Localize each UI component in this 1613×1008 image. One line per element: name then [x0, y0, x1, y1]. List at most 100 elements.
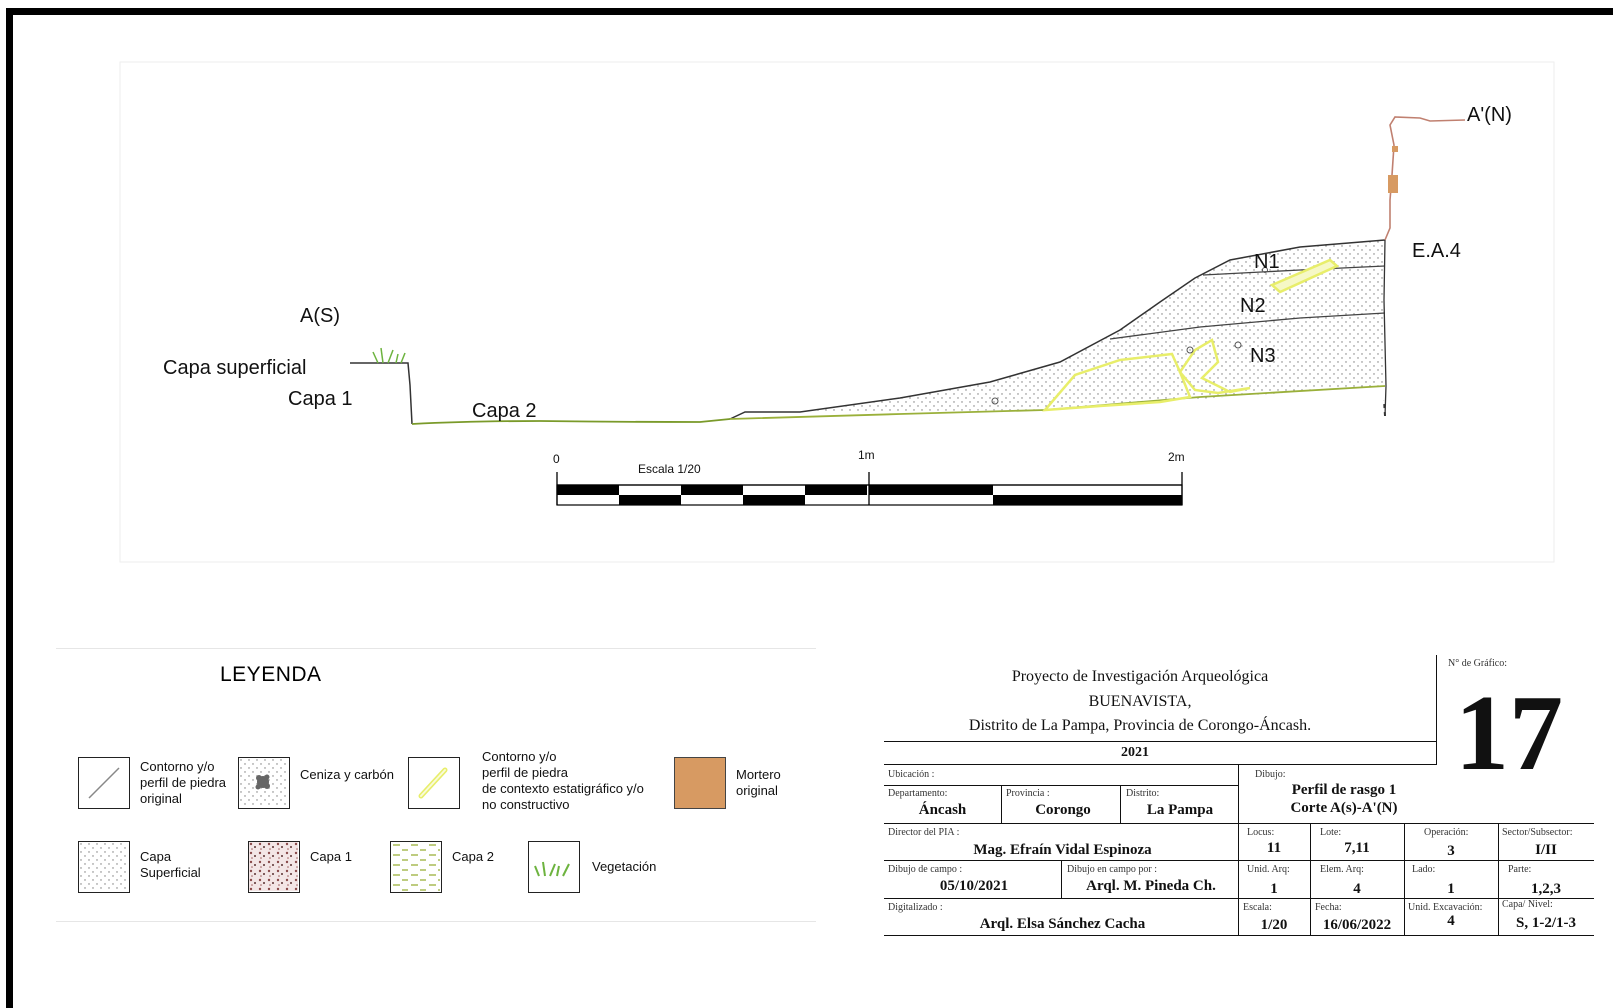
legend-label-capa-1: Capa 1 — [310, 849, 352, 864]
graphic-divider — [1436, 655, 1437, 765]
legend-swatch-mortar — [674, 757, 726, 809]
point-start-label: A(S) — [300, 305, 340, 327]
rule-2 — [884, 764, 1437, 765]
legend: LEYENDA Contorno y/o perfil de piedra or… — [56, 648, 816, 922]
legend-title: LEYENDA — [220, 663, 322, 686]
sector-caption: Sector/Subsector: — [1502, 827, 1573, 838]
digitalizado-value: Arql. Elsa Sánchez Cacha — [979, 916, 1146, 932]
legend-swatch-superficial — [78, 841, 130, 893]
stone-b — [1234, 341, 1242, 349]
wall-dash — [1383, 399, 1386, 417]
vrule-e — [1404, 823, 1405, 936]
scale-title: Escala 1/20 — [638, 462, 701, 476]
vegetation-tuft — [372, 347, 406, 364]
fecha-caption: Fecha: — [1315, 902, 1342, 913]
legend-label-stone-outline: Contorno y/o perfil de piedra original — [140, 759, 226, 806]
elem-arq-caption: Elem. Arq: — [1320, 864, 1364, 875]
layer-label-capa-2: Capa 2 — [472, 400, 537, 422]
escala-value: 1/20 — [1260, 917, 1288, 933]
rule-5 — [884, 898, 1594, 899]
drawing-area-outline — [119, 61, 1555, 563]
vrule-f — [1498, 823, 1499, 936]
legend-swatch-ash — [238, 757, 290, 809]
rule-6 — [884, 935, 1594, 936]
vrule-g — [1061, 860, 1062, 898]
provincia-caption: Provincia : — [1006, 788, 1050, 799]
locus-caption: Locus: — [1247, 827, 1275, 838]
elem-arq-value: 4 — [1353, 881, 1361, 897]
legend-swatch-vegetation — [528, 841, 580, 893]
legend-label-yellow-stone: Contorno y/o perfil de piedra de context… — [482, 749, 644, 812]
dibujo-caption: Dibujo: — [1255, 769, 1286, 780]
unid-arq-caption: Unid. Arq: — [1247, 864, 1290, 875]
dibujo-campo-caption: Dibujo de campo : — [888, 864, 963, 875]
capa-2-line — [411, 418, 731, 425]
capa-1-edge — [350, 362, 413, 425]
mortar-block-1 — [1388, 175, 1398, 193]
project-line-2: BUENAVISTA, — [1088, 693, 1192, 710]
point-end-label: A'(N) — [1467, 104, 1512, 126]
stone-a — [1262, 267, 1268, 273]
lado-value: 1 — [1447, 881, 1455, 897]
level-label-n2: N2 — [1240, 295, 1266, 317]
legend-swatch-capa-2 — [390, 841, 442, 893]
legend-swatch-stone-outline — [78, 757, 130, 809]
mound-top-line — [729, 239, 1386, 420]
distrito-caption: Distrito: — [1126, 788, 1160, 799]
structure-label: E.A.4 — [1412, 240, 1461, 262]
parte-value: 1,2,3 — [1531, 881, 1561, 897]
digitalizado-caption: Digitalizado : — [888, 902, 943, 913]
east-wall — [1383, 239, 1387, 417]
vrule-d — [1310, 823, 1311, 936]
operacion-value: 3 — [1447, 843, 1455, 859]
level-label-n1: N1 — [1254, 251, 1280, 273]
vrule-b — [1001, 785, 1002, 823]
unid-arq-value: 1 — [1270, 881, 1278, 897]
unid-exc-value: 4 — [1447, 913, 1455, 929]
yellow-stone-3 — [1178, 338, 1251, 395]
director-caption: Director del PIA : — [888, 827, 960, 838]
graphic-number: 17 — [1455, 674, 1563, 793]
stone-c — [991, 397, 999, 405]
vrule-a — [1238, 764, 1239, 936]
departamento-caption: Departamento: — [888, 788, 948, 799]
page-frame — [6, 8, 1613, 1008]
operacion-caption: Operación: — [1424, 827, 1469, 838]
provincia-value: Corongo — [1035, 802, 1091, 818]
ubicacion-caption: Ubicación : — [888, 769, 935, 780]
vrule-c — [1120, 785, 1121, 823]
legend-swatch-yellow-stone — [408, 757, 460, 809]
stone-d — [1186, 346, 1194, 354]
mortar-block-2 — [1392, 146, 1398, 152]
unid-exc-caption: Unid. Excavación: — [1408, 902, 1483, 913]
capa-caption: Capa/ Nivel: — [1502, 899, 1553, 910]
fecha-value: 16/06/2022 — [1322, 917, 1392, 933]
dibujo-line-1: Perfil de rasgo 1 — [1291, 782, 1397, 798]
rule-3 — [884, 823, 1594, 824]
dibujo-por-value: Arql. M. Pineda Ch. — [1086, 878, 1216, 894]
layer-label-superficial: Capa superficial — [163, 357, 307, 379]
legend-swatch-capa-1 — [248, 841, 300, 893]
legend-label-superficial: Capa Superficial — [140, 849, 201, 880]
legend-label-vegetation: Vegetación — [592, 859, 657, 874]
scale-tick-0: 0 — [553, 452, 560, 466]
n2-n3-line — [1109, 312, 1386, 340]
director-value: Mag. Efraín Vidal Espinoza — [973, 842, 1152, 858]
lote-caption: Lote: — [1320, 827, 1342, 838]
scale-bar — [556, 472, 1183, 506]
lado-caption: Lado: — [1412, 864, 1436, 875]
departamento-value: Áncash — [918, 802, 967, 818]
legend-label-capa-2: Capa 2 — [452, 849, 494, 864]
capa-value: S, 1-2/1-3 — [1516, 915, 1576, 931]
rule-4 — [884, 860, 1594, 861]
scale-tick-2m: 2m — [1168, 450, 1185, 464]
yellow-stone-1 — [1269, 258, 1340, 294]
n1-n2-line — [1202, 265, 1386, 276]
escala-caption: Escala: — [1243, 902, 1272, 913]
dibujo-line-2: Corte A(s)-A'(N) — [1290, 800, 1398, 816]
graphic-caption: N° de Gráfico: — [1448, 658, 1507, 669]
layer-label-capa-1: Capa 1 — [288, 388, 353, 410]
project-line-3: Distrito de La Pampa, Provincia de Coron… — [968, 717, 1312, 734]
parte-caption: Parte: — [1508, 864, 1532, 875]
